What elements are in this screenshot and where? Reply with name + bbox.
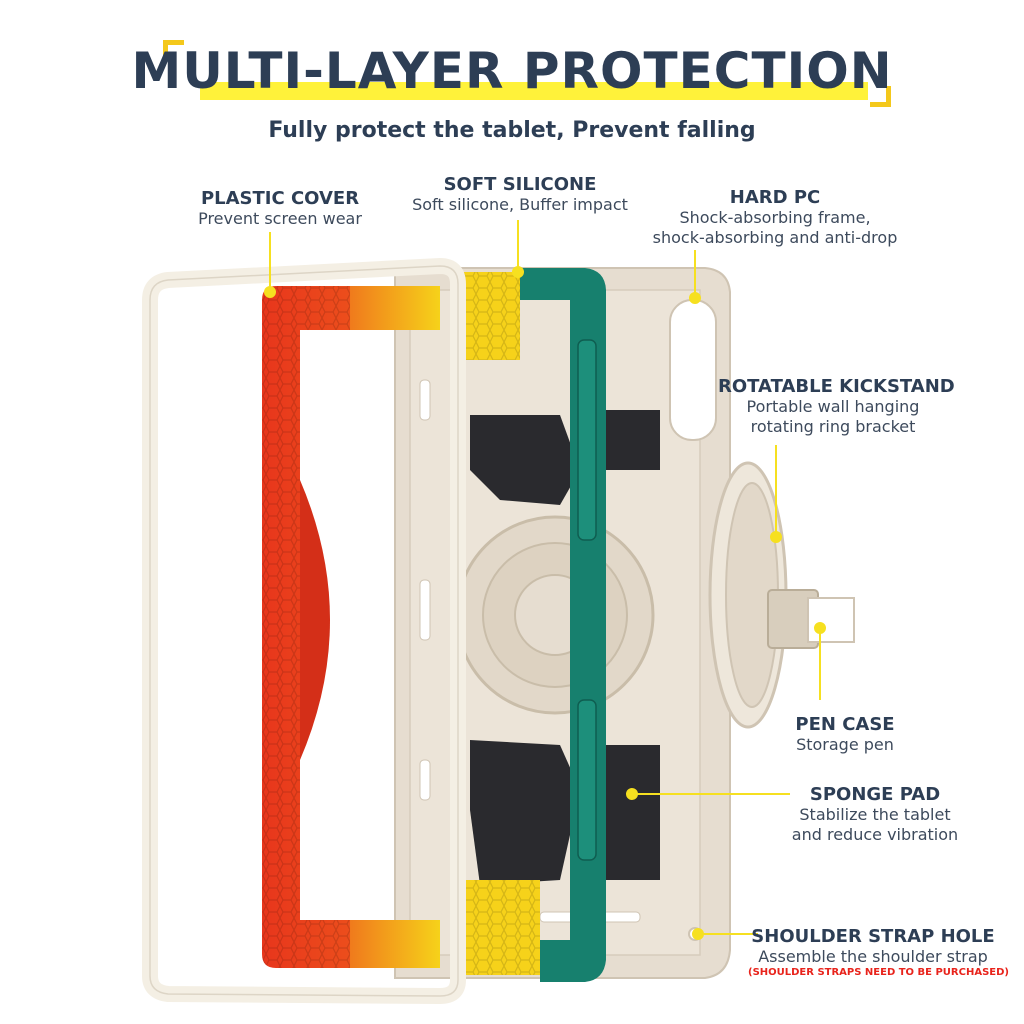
camera-cutout [669,299,717,441]
page-title: MULTI-LAYER PROTECTION [131,42,893,100]
callout-title: ROTATABLE KICKSTAND [718,376,955,397]
page-subtitle: Fully protect the tablet, Prevent fallin… [268,118,756,143]
callout-title: SHOULDER STRAP HOLE [751,926,995,947]
callout-plastic-cover: PLASTIC COVER Prevent screen wear [180,188,380,229]
callout-dot-pen-case [814,622,826,634]
callout-title: PLASTIC COVER [200,188,360,209]
kickstand [708,461,855,729]
callout-desc: rotating ring bracket [750,417,916,436]
callout-dot-hard-pc [689,292,701,304]
callout-title: PEN CASE [795,714,895,735]
callout-desc: Assemble the shoulder strap [758,947,988,966]
callout-dot-kickstand [770,531,782,543]
callout-desc: Storage pen [796,735,894,754]
callout-title: SPONGE PAD [809,784,941,805]
callout-dot-plastic-cover [264,286,276,298]
pen-case-slot [807,597,855,643]
callout-strap-hole: SHOULDER STRAP HOLE Assemble the shoulde… [748,926,1009,978]
plastic-cover-frame [142,257,466,1005]
callout-title: SOFT SILICONE [443,174,597,195]
bracket-left-decoration [163,40,184,61]
callout-title: HARD PC [729,187,821,208]
callout-desc: Shock-absorbing frame, [679,208,871,227]
sponge-pad-top [470,415,580,505]
callout-pen-case: PEN CASE Storage pen [770,714,920,755]
hard-pc-shell [394,267,731,979]
callout-dot-soft-silicone [512,266,524,278]
callout-desc: Soft silicone, Buffer impact [412,195,628,214]
callout-kickstand: ROTATABLE KICKSTAND Portable wall hangin… [718,376,955,437]
callout-desc: Prevent screen wear [198,209,362,228]
title-highlight-bar [200,82,868,100]
callout-desc: and reduce vibration [791,825,959,844]
soft-silicone-frame [455,268,606,982]
sponge-pad-bottom [470,740,580,885]
callout-dot-strap-hole [692,928,704,940]
callout-desc: shock-absorbing and anti-drop [652,228,898,247]
bracket-right-decoration [870,86,891,107]
callout-desc: Stabilize the tablet [799,805,951,824]
callout-dot-sponge-pad [626,788,638,800]
silicone-bumper-frame [262,286,440,968]
callout-desc: Portable wall hanging [746,397,920,416]
purchase-note: (SHOULDER STRAPS NEED TO BE PURCHASED) [748,967,1009,978]
callout-soft-silicone: SOFT SILICONE Soft silicone, Buffer impa… [400,174,640,215]
callout-hard-pc: HARD PC Shock-absorbing frame, shock-abs… [640,187,910,248]
callout-sponge-pad: SPONGE PAD Stabilize the tablet and redu… [780,784,970,845]
callout-lines [264,220,826,940]
